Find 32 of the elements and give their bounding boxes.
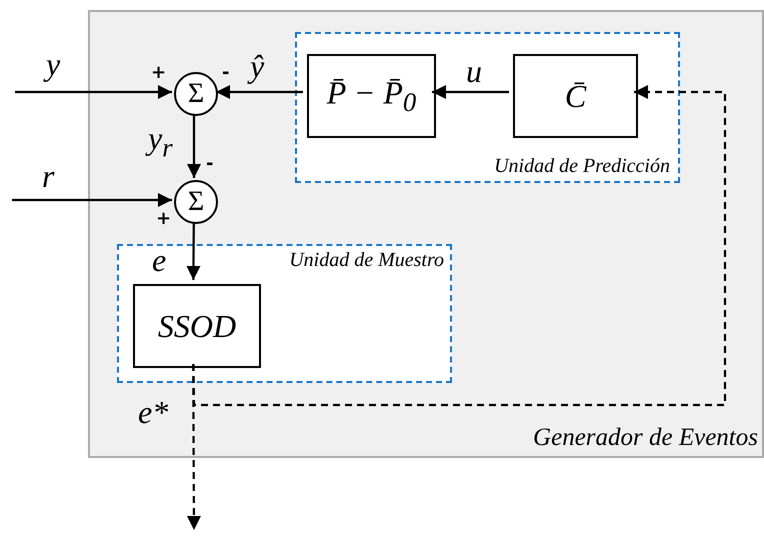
node-label: SSOD [158, 310, 236, 342]
arrow [432, 85, 509, 99]
summing-junction [174, 180, 218, 224]
dashed-arrow [192, 85, 726, 406]
summing-junction [174, 72, 218, 116]
arrow [15, 85, 172, 99]
sign-label: - [222, 64, 230, 82]
sign-label: - [206, 155, 214, 173]
edge-label: e [152, 244, 166, 276]
dashed-group-box [117, 244, 452, 383]
block-box [133, 284, 261, 368]
sigma-symbol: Σ [188, 188, 204, 216]
edge-label: u [466, 55, 482, 87]
arrow [12, 193, 172, 207]
node-label: C̄ [564, 80, 586, 112]
edge-label: e* [138, 396, 168, 428]
node-label: Unidad de Muestro [289, 250, 444, 270]
arrow [216, 85, 303, 99]
node-label: Generador de Eventos [533, 425, 758, 450]
block-box [307, 54, 436, 138]
node-label: P̄ − P̄$_{0}$ [326, 76, 416, 116]
sign-label: + [156, 210, 172, 228]
block-box [513, 54, 638, 138]
system-panel [88, 10, 764, 458]
dashed-arrow [186, 364, 201, 530]
dashed-group-box [295, 32, 680, 183]
edge-label: r [42, 160, 54, 192]
sigma-symbol: Σ [188, 80, 204, 108]
node-label: Unidad de Predicción [494, 156, 670, 176]
sign-label: + [151, 64, 166, 82]
arrow [187, 114, 201, 178]
arrow [186, 222, 200, 280]
